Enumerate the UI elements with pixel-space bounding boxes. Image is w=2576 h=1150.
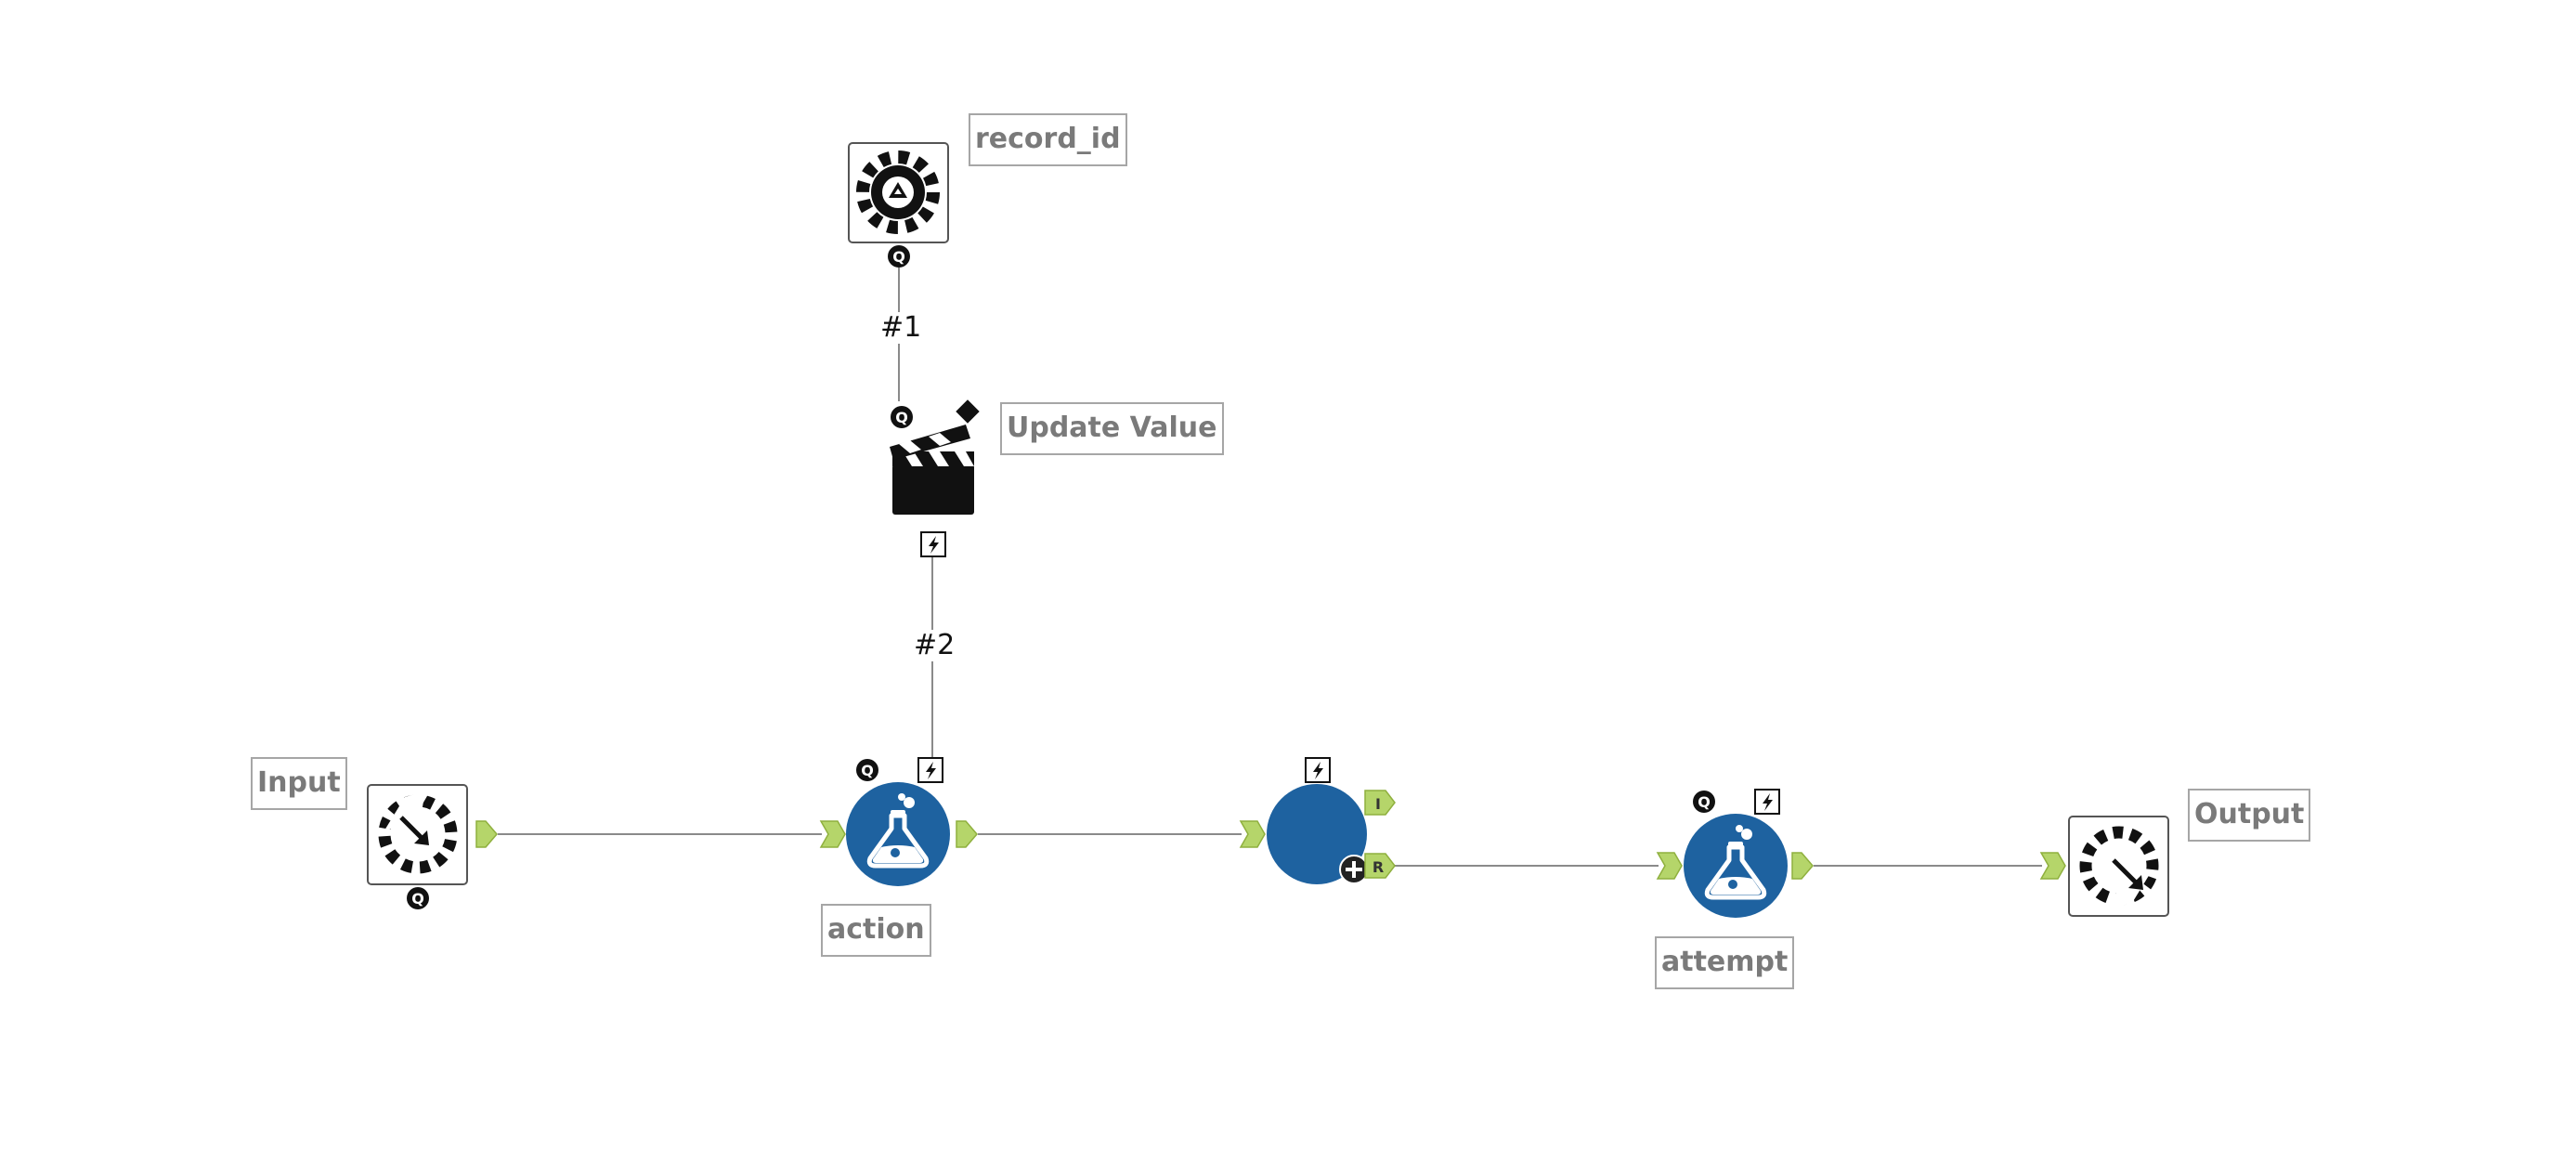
connection-label-2: #2 — [914, 629, 956, 661]
i-anchor[interactable]: I — [1364, 790, 1396, 816]
record-id-label: record_id — [969, 113, 1127, 166]
record-id-tool[interactable] — [848, 142, 949, 268]
lightning-anchor-icon[interactable] — [1754, 789, 1780, 815]
r-anchor[interactable]: R — [1364, 853, 1396, 879]
input-anchor[interactable] — [2040, 852, 2066, 880]
lightning-anchor-icon[interactable] — [920, 531, 946, 557]
q-anchor-icon[interactable] — [888, 245, 910, 268]
lightning-anchor-icon[interactable] — [917, 757, 943, 783]
q-anchor-icon[interactable] — [891, 406, 913, 428]
output-label: Output — [2188, 789, 2311, 842]
flask-icon — [846, 782, 950, 886]
update-value-tool[interactable] — [890, 399, 980, 557]
connection-label-1: #1 — [880, 311, 922, 344]
input-tool[interactable] — [367, 784, 498, 909]
input-label: Input — [251, 757, 347, 810]
output-tool[interactable] — [2040, 816, 2169, 917]
attempt-tool[interactable] — [1657, 789, 1814, 918]
gear-macro-icon — [856, 150, 940, 234]
output-anchor[interactable] — [1791, 852, 1814, 880]
update-value-label: Update Value — [1000, 402, 1224, 455]
svg-text:I: I — [1375, 795, 1381, 813]
output-anchor[interactable] — [956, 820, 978, 848]
input-anchor[interactable] — [1657, 852, 1683, 880]
macro-output-icon — [2079, 826, 2159, 910]
circle-tool-icon — [1267, 784, 1367, 884]
action-label: action — [821, 904, 931, 957]
plus-icon[interactable] — [1339, 855, 1369, 884]
detour-tool[interactable]: I R — [1240, 757, 1396, 884]
q-anchor-icon[interactable] — [856, 759, 878, 781]
svg-text:R: R — [1373, 858, 1384, 876]
connections — [498, 268, 2042, 867]
q-anchor-icon[interactable] — [407, 887, 429, 909]
output-anchor[interactable] — [475, 820, 498, 848]
lightning-anchor-icon[interactable] — [1305, 757, 1331, 783]
input-anchor[interactable] — [820, 820, 846, 848]
clapperboard-icon — [890, 399, 980, 515]
q-anchor-icon[interactable] — [1693, 791, 1715, 813]
flask-icon — [1684, 814, 1788, 918]
action-tool[interactable] — [820, 757, 978, 886]
attempt-label: attempt — [1655, 936, 1795, 989]
macro-input-icon — [378, 790, 458, 874]
input-anchor[interactable] — [1240, 820, 1266, 848]
